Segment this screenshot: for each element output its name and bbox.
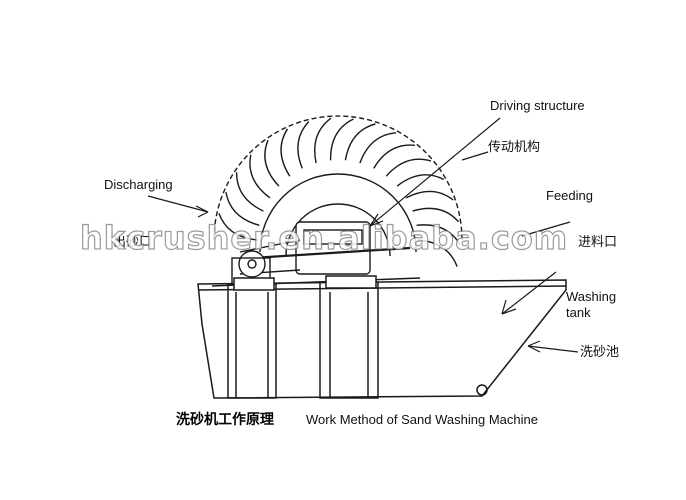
arrow-feeding [521, 221, 571, 237]
reducer-box [295, 221, 371, 275]
wheel-blade [416, 224, 461, 245]
label-washing-tank: Washing tank [566, 289, 617, 320]
wheel-blade [396, 174, 445, 187]
wheel-blade [218, 213, 259, 241]
wheel-blade [314, 117, 332, 164]
bucket-wheel [213, 115, 463, 267]
left-support-leg [227, 283, 277, 399]
reducer-cover [303, 229, 363, 245]
wheel-blade [225, 191, 260, 226]
tank-outline [197, 279, 567, 399]
wheel-blade [329, 118, 354, 161]
bearing-block-left [233, 277, 275, 291]
label-feeding: Feeding [546, 188, 593, 203]
drain-plug [476, 384, 488, 396]
drive-assembly [211, 221, 421, 287]
watermark: hkcrusher.en.alibaba.com [79, 218, 569, 257]
wheel-blade [412, 207, 460, 223]
label-driving-structure-cn: 传动机构 [488, 140, 541, 155]
arrow-tank-cn [527, 345, 579, 353]
leader-arrows [147, 117, 579, 353]
wheel-hub-ring [285, 203, 391, 257]
label-discharging: Discharging [104, 177, 173, 192]
label-feeding-cn: 进料口 [578, 235, 618, 250]
right-support-leg [319, 281, 379, 399]
washing-tank [197, 275, 567, 399]
bearing-block-right [325, 275, 377, 289]
drive-shaft [251, 246, 411, 260]
arrow-driving [369, 117, 501, 227]
caption-english: Work Method of Sand Washing Machine [306, 412, 538, 427]
wheel-blades [218, 117, 461, 267]
wheel-inner-rim [259, 173, 417, 253]
wheel-blade [373, 144, 415, 169]
wheel-blade [417, 239, 458, 267]
label-driving-structure: Driving structure [490, 98, 585, 113]
wheel-blade [280, 128, 291, 177]
wheel-blade [344, 123, 376, 161]
wheel-blade [405, 190, 454, 201]
wheel-blade [385, 158, 432, 177]
arrow-washing [501, 271, 557, 315]
wheel-blade [359, 132, 397, 164]
label-washing-tank-cn: 洗砂池 [580, 345, 620, 360]
caption-chinese: 洗砂机工作原理 [176, 412, 274, 428]
wheel-blade [297, 121, 310, 169]
wheel-blade [264, 139, 280, 187]
wheel-blade [249, 154, 271, 199]
label-discharging-cn: 出砂口 [113, 235, 153, 250]
wheel-outer-rim [213, 115, 463, 241]
arrow-driving-cn [461, 151, 489, 161]
wheel-blade [235, 172, 264, 212]
arrow-discharging [147, 195, 209, 213]
motor-pulley-center [247, 259, 257, 269]
